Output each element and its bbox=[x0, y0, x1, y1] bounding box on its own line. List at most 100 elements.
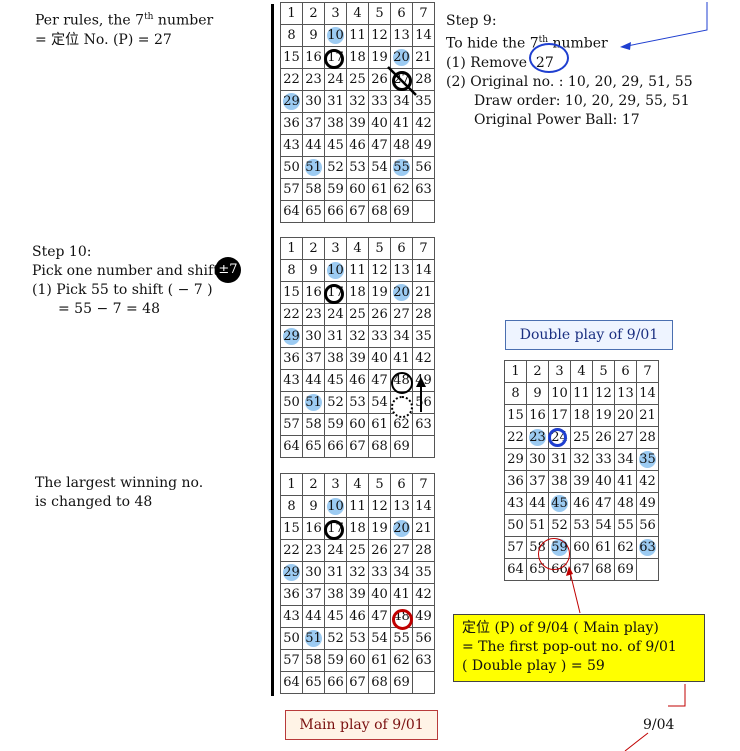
cell-number: 14 bbox=[639, 386, 656, 401]
cell-number: 20 bbox=[393, 285, 410, 300]
grid-cell: 56 bbox=[636, 514, 659, 537]
grid-cell-empty bbox=[412, 200, 435, 223]
cell-number: 57 bbox=[283, 182, 300, 197]
grid-cell: 8 bbox=[280, 495, 303, 518]
grid-cell: 53 bbox=[346, 627, 369, 650]
cell-number: 33 bbox=[595, 452, 612, 467]
grid-cell: 51 bbox=[302, 156, 325, 179]
cell-number: 68 bbox=[371, 204, 388, 219]
cell-number: 26 bbox=[595, 430, 612, 445]
grid-cell: 52 bbox=[324, 627, 347, 650]
grid-cell: 2 bbox=[526, 360, 549, 383]
cell-number: 13 bbox=[393, 499, 410, 514]
grid-cell: 44 bbox=[526, 492, 549, 515]
grid-cell: 37 bbox=[302, 583, 325, 606]
grid-cell: 24 bbox=[324, 68, 347, 91]
grid-cell: 38 bbox=[548, 470, 571, 493]
cell-number: 64 bbox=[283, 675, 300, 690]
grid-cell: 42 bbox=[412, 583, 435, 606]
cell-number: 27 bbox=[617, 430, 634, 445]
grid-cell: 6 bbox=[390, 2, 413, 25]
cell-number: 11 bbox=[349, 263, 366, 278]
grid-cell: 61 bbox=[592, 536, 615, 559]
cell-number: 46 bbox=[349, 373, 366, 388]
cell-number: 23 bbox=[529, 430, 546, 445]
grid-cell: 34 bbox=[390, 561, 413, 584]
grid-cell: 20 bbox=[614, 404, 637, 427]
cell-number: 35 bbox=[639, 452, 656, 467]
grid-cell: 59 bbox=[324, 178, 347, 201]
cell-number: 1 bbox=[287, 6, 296, 21]
cell-number: 37 bbox=[305, 587, 322, 602]
cell-number: 34 bbox=[393, 329, 410, 344]
grid-cell: 23 bbox=[526, 426, 549, 449]
cell-number: 47 bbox=[371, 609, 388, 624]
cell-number: 24 bbox=[327, 543, 344, 558]
cell-number: 35 bbox=[415, 565, 432, 580]
cell-number: 7 bbox=[419, 6, 428, 21]
cell-number: 7 bbox=[643, 364, 652, 379]
cell-number: 55 bbox=[393, 631, 410, 646]
grid-cell: 41 bbox=[390, 583, 413, 606]
grid-cell: 54 bbox=[368, 627, 391, 650]
cell-number: 23 bbox=[305, 72, 322, 87]
cell-number: 3 bbox=[555, 364, 564, 379]
cell-number: 64 bbox=[507, 562, 524, 577]
grid-cell: 45 bbox=[324, 605, 347, 628]
cell-number: 52 bbox=[327, 631, 344, 646]
grid-cell: 5 bbox=[592, 360, 615, 383]
cell-number: 56 bbox=[415, 631, 432, 646]
grid-cell: 37 bbox=[302, 112, 325, 135]
grid-cell: 15 bbox=[280, 281, 303, 304]
grid-cell: 10 bbox=[548, 382, 571, 405]
grid-cell: 44 bbox=[302, 369, 325, 392]
grid-cell: 20 bbox=[390, 517, 413, 540]
grid-cell: 62 bbox=[390, 649, 413, 672]
cell-number: 48 bbox=[393, 138, 410, 153]
cell-number: 32 bbox=[349, 565, 366, 580]
cell-number: 5 bbox=[599, 364, 608, 379]
cell-number: 39 bbox=[573, 474, 590, 489]
grid-cell: 49 bbox=[412, 605, 435, 628]
grid-cell: 39 bbox=[346, 347, 369, 370]
cell-number: 41 bbox=[393, 351, 410, 366]
cell-number: 11 bbox=[573, 386, 590, 401]
cell-number: 12 bbox=[595, 386, 612, 401]
cell-number: 63 bbox=[415, 182, 432, 197]
cell-number: 6 bbox=[621, 364, 630, 379]
cell-number: 9 bbox=[309, 263, 318, 278]
grid-cell: 69 bbox=[390, 671, 413, 694]
grid-cell: 11 bbox=[570, 382, 593, 405]
date-label: 9/04 bbox=[643, 717, 675, 733]
cell-number: 8 bbox=[511, 386, 520, 401]
mark-ring-27 bbox=[392, 71, 412, 91]
grid-cell: 39 bbox=[346, 583, 369, 606]
grid-cell: 69 bbox=[614, 558, 637, 581]
grid-cell: 60 bbox=[346, 178, 369, 201]
grid-cell: 51 bbox=[302, 391, 325, 414]
grid-cell: 38 bbox=[324, 112, 347, 135]
cell-number: 27 bbox=[393, 543, 410, 558]
grid-cell: 5 bbox=[368, 473, 391, 496]
grid-cell: 30 bbox=[302, 561, 325, 584]
grid-cell: 43 bbox=[280, 134, 303, 157]
grid-cell: 41 bbox=[390, 347, 413, 370]
mark-ring-17-c bbox=[324, 520, 344, 540]
grid-cell: 65 bbox=[302, 200, 325, 223]
cell-number: 33 bbox=[371, 329, 388, 344]
cell-number: 32 bbox=[573, 452, 590, 467]
cell-number: 28 bbox=[415, 72, 432, 87]
mark-ring-17 bbox=[324, 49, 344, 69]
cell-number: 14 bbox=[415, 263, 432, 278]
grid-cell: 30 bbox=[526, 448, 549, 471]
cell-number: 10 bbox=[327, 499, 344, 514]
grid-cell: 18 bbox=[570, 404, 593, 427]
cell-number: 54 bbox=[371, 631, 388, 646]
grid-cell: 13 bbox=[390, 495, 413, 518]
cell-number: 24 bbox=[327, 307, 344, 322]
grid-cell: 58 bbox=[302, 413, 325, 436]
grid-cell: 1 bbox=[280, 473, 303, 496]
grid-cell: 13 bbox=[614, 382, 637, 405]
cell-number: 53 bbox=[349, 160, 366, 175]
grid-cell: 64 bbox=[280, 435, 303, 458]
